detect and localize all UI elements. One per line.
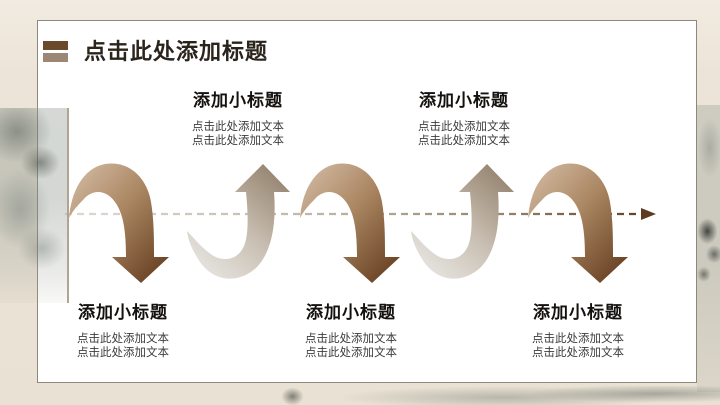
step-text-line[interactable]: 点击此处添加文本 [77, 333, 169, 345]
step-subtitle[interactable]: 添加小标题 [193, 91, 283, 110]
step-text-line[interactable]: 点击此处添加文本 [418, 121, 510, 133]
step-text-line[interactable]: 点击此处添加文本 [305, 333, 397, 345]
step-subtitle[interactable]: 添加小标题 [419, 91, 509, 110]
step-text-line[interactable]: 点击此处添加文本 [192, 121, 284, 133]
process-arrows-diagram [65, 163, 656, 283]
step-subtitle[interactable]: 添加小标题 [306, 303, 396, 322]
step-subtitle[interactable]: 添加小标题 [78, 303, 168, 322]
step-text-line[interactable]: 点击此处添加文本 [305, 346, 397, 359]
step-group-bottom-3: 添加小标题 点击此处添加文本 点击此处添加文本 [493, 298, 663, 360]
step-group-bottom-2: 添加小标题 点击此处添加文本 点击此处添加文本 [266, 298, 436, 360]
step-group-bottom-1: 添加小标题 点击此处添加文本 点击此处添加文本 [38, 298, 208, 360]
ink-wash-texture-left [0, 108, 69, 303]
curved-arrow-down-3[interactable] [528, 163, 628, 283]
curved-arrow-up-2[interactable] [411, 164, 514, 279]
step-text-line[interactable]: 点击此处添加文本 [77, 346, 169, 359]
curved-arrow-down-2[interactable] [300, 163, 400, 283]
step-text-line[interactable]: 点击此处添加文本 [192, 134, 284, 147]
step-text-line[interactable]: 点击此处添加文本 [532, 346, 624, 359]
step-group-top-2: 添加小标题 点击此处添加文本 点击此处添加文本 [379, 86, 549, 148]
slide-title[interactable]: 点击此处添加标题 [84, 39, 269, 64]
curved-arrow-down-1[interactable] [69, 163, 169, 283]
title-marker-bar-dark [43, 41, 68, 50]
ink-wash-texture-right [697, 105, 720, 392]
step-text-line[interactable]: 点击此处添加文本 [418, 134, 510, 147]
curved-arrow-up-1[interactable] [187, 164, 290, 279]
ink-wash-texture-bottom [270, 386, 720, 405]
title-marker-bar-light [43, 53, 68, 62]
step-text-line[interactable]: 点击此处添加文本 [532, 333, 624, 345]
timeline-arrowhead-icon [641, 208, 656, 220]
title-marker-icon [43, 41, 68, 62]
step-subtitle[interactable]: 添加小标题 [533, 303, 623, 322]
step-group-top-1: 添加小标题 点击此处添加文本 点击此处添加文本 [153, 86, 323, 148]
